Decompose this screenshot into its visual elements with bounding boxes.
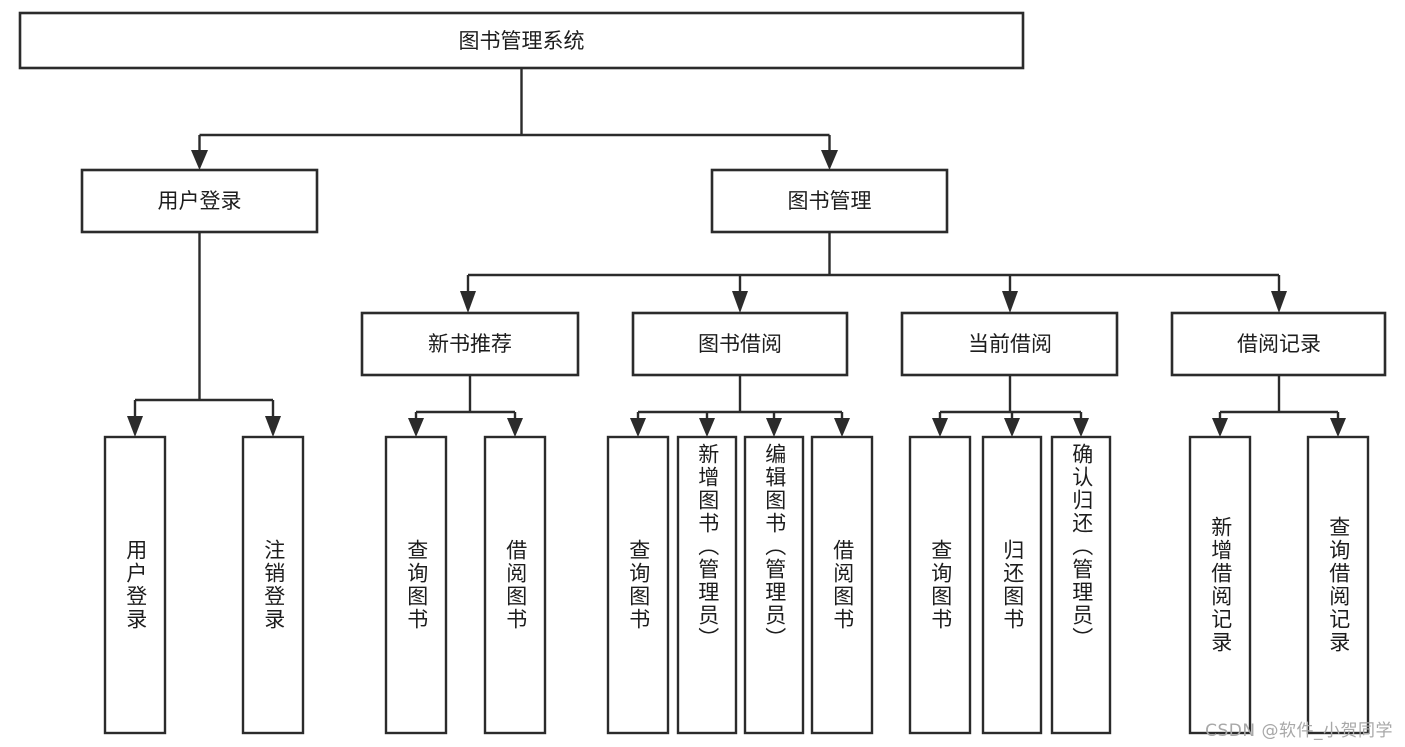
node-borrow-record-label: 借阅记录: [1237, 332, 1321, 356]
arrow-icon: [630, 418, 646, 437]
leaf-rect-borrow-book-1[interactable]: [483, 435, 547, 735]
connector-borrowrecord-to-leaves: [1212, 375, 1346, 437]
arrow-icon: [699, 418, 715, 437]
leaf-rect-query-borrow-record[interactable]: [1306, 435, 1370, 735]
node-current-borrow[interactable]: 当前借阅: [900, 311, 1119, 377]
node-book-manage-label: 图书管理: [788, 189, 872, 213]
node-book-manage[interactable]: 图书管理: [710, 168, 949, 234]
arrow-icon: [1330, 418, 1346, 437]
csdn-watermark: CSDN @软件_小贺同学: [1205, 721, 1393, 741]
connector-bookborrow-to-leaves: [630, 375, 850, 437]
arrow-icon: [507, 418, 523, 437]
connector-bookmanage-to-level3: [460, 232, 1287, 313]
node-root-label: 图书管理系统: [459, 29, 585, 53]
node-user-login-label: 用户登录: [158, 189, 242, 213]
arrow-icon: [1212, 418, 1228, 437]
arrow-icon: [821, 150, 838, 170]
leaf-rect-edit-book-admin[interactable]: [743, 435, 805, 735]
arrow-icon: [265, 416, 281, 437]
connector-userlogin-to-leaves: [127, 232, 281, 437]
node-book-borrow-label: 图书借阅: [698, 332, 782, 356]
arrow-icon: [1271, 291, 1287, 313]
arrow-icon: [766, 418, 782, 437]
arrow-icon: [408, 418, 424, 437]
arrow-icon: [1004, 418, 1020, 437]
arrow-icon: [1002, 291, 1018, 313]
arrow-icon: [932, 418, 948, 437]
connector-newbook-to-leaves: [408, 375, 523, 437]
leaf-rects: [103, 435, 1370, 735]
arrow-icon: [191, 150, 208, 170]
leaf-rect-confirm-return-admin[interactable]: [1050, 435, 1112, 735]
node-new-book-recommend-label: 新书推荐: [428, 332, 512, 356]
arrow-icon: [834, 418, 850, 437]
leaf-rect-return-book[interactable]: [981, 435, 1043, 735]
node-book-borrow[interactable]: 图书借阅: [631, 311, 849, 377]
leaf-rect-query-book-2[interactable]: [606, 435, 670, 735]
leaf-rect-user-login[interactable]: [103, 435, 167, 735]
node-borrow-record[interactable]: 借阅记录: [1170, 311, 1387, 377]
leaf-rect-add-book-admin[interactable]: [676, 435, 738, 735]
connector-root-to-level2: [191, 68, 838, 170]
leaf-rect-borrow-book-2[interactable]: [810, 435, 874, 735]
arrow-icon: [127, 416, 143, 437]
leaf-rect-add-borrow-record[interactable]: [1188, 435, 1252, 735]
connector-currentborrow-to-leaves: [932, 375, 1089, 437]
leaf-rect-user-logout[interactable]: [241, 435, 305, 735]
arrow-icon: [460, 291, 476, 313]
node-user-login[interactable]: 用户登录: [80, 168, 319, 234]
arrow-icon: [732, 291, 748, 313]
node-root[interactable]: 图书管理系统: [18, 11, 1025, 70]
arrow-icon: [1073, 418, 1089, 437]
node-current-borrow-label: 当前借阅: [968, 332, 1052, 356]
leaf-rect-query-book-3[interactable]: [908, 435, 972, 735]
node-new-book-recommend[interactable]: 新书推荐: [360, 311, 580, 377]
leaf-rect-query-book-1[interactable]: [384, 435, 448, 735]
